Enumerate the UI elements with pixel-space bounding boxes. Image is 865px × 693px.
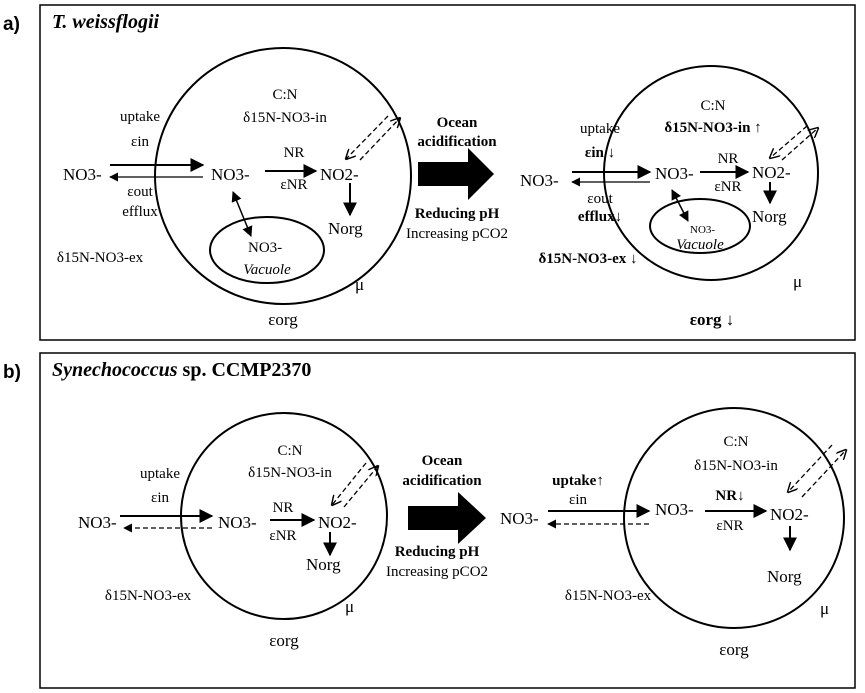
mu-label: μ — [355, 275, 364, 294]
no3-internal: NO3- — [655, 500, 694, 519]
eps-in-label: εin — [151, 490, 169, 506]
no2-uptake-arrow — [801, 450, 846, 498]
cn-label: C:N — [272, 87, 297, 103]
uptake-label: uptake — [580, 121, 620, 137]
cell-membrane — [623, 407, 845, 629]
vacuole-label: Vacuole — [243, 262, 291, 278]
panel-b-frame — [39, 352, 856, 689]
uptake-label: uptake — [120, 109, 160, 125]
panel-b-left-cell: C:N δ15N-NO3-in uptake εin NO3- NO3- NR … — [78, 412, 388, 650]
no2-label: NO2- — [318, 513, 357, 532]
d15n-in-label: δ15N-NO3-in ↑ — [664, 120, 761, 136]
uptake-label: uptake — [140, 466, 180, 482]
norg-label: Norg — [328, 219, 363, 238]
panel-b-letter: b) — [3, 362, 21, 383]
cell-membrane — [154, 47, 412, 305]
nr-label: NR — [284, 145, 305, 161]
no2-label: NO2- — [320, 165, 359, 184]
vacuole-membrane — [209, 216, 325, 284]
d15n-in-label: δ15N-NO3-in — [243, 110, 327, 126]
mu-label: μ — [820, 599, 829, 618]
no2-uptake-arrow — [343, 466, 378, 508]
nr-label: NR — [718, 151, 739, 167]
eps-nr-label: εNR — [714, 179, 741, 195]
eps-out-label: εout — [127, 184, 153, 200]
eps-nr-label: εNR — [280, 177, 307, 193]
increasing-pco2-label: Increasing pCO2 — [386, 564, 488, 580]
efflux-label: efflux↓ — [578, 209, 622, 225]
no2-efflux-arrow — [346, 115, 389, 159]
uptake-label: uptake↑ — [552, 473, 604, 489]
no3-external: NO3- — [520, 171, 559, 190]
vacuole-membrane — [649, 198, 751, 254]
increasing-pco2-label: Increasing pCO2 — [406, 226, 508, 242]
mu-label: μ — [793, 272, 802, 291]
eps-out-label: εout — [587, 191, 613, 207]
vacuole-no3-label: NO3- — [690, 224, 715, 236]
no2-uptake-arrow — [781, 128, 818, 161]
acidification-label: acidification — [402, 473, 482, 489]
d15n-ex-label: δ15N-NO3-ex — [565, 588, 652, 604]
d15n-ex-label: δ15N-NO3-ex — [105, 588, 192, 604]
big-arrow — [408, 492, 486, 544]
eps-org-label: εorg ↓ — [690, 310, 735, 329]
nr-label: NR↓ — [715, 488, 744, 504]
no3-external: NO3- — [63, 165, 102, 184]
d15n-ex-label: δ15N-NO3-ex — [57, 250, 144, 266]
panel-b-title: Synechococcus sp. CCMP2370 — [52, 359, 311, 381]
vacuole-exchange-arrow — [231, 191, 253, 237]
panel-b-transition: Ocean acidification Reducing pH Increasi… — [386, 453, 488, 580]
eps-nr-label: εNR — [716, 518, 743, 534]
vacuole-no3-label: NO3- — [248, 240, 282, 256]
vacuole-label: Vacuole — [676, 237, 724, 253]
no3-external: NO3- — [500, 509, 539, 528]
eps-in-label: εin — [569, 492, 587, 508]
cn-label: C:N — [277, 443, 302, 459]
panel-a-transition: Ocean acidification Reducing pH Increasi… — [406, 115, 508, 242]
norg-label: Norg — [752, 207, 787, 226]
norg-label: Norg — [767, 567, 802, 586]
eps-org-label: εorg — [269, 631, 299, 650]
eps-org-label: εorg — [268, 310, 298, 329]
no2-efflux-arrow — [332, 462, 367, 505]
panel-a: a) T. weissflogii C:N δ15N-NO3-in uptake… — [3, 4, 856, 341]
no2-label: NO2- — [770, 505, 809, 524]
no2-efflux-arrow — [788, 444, 833, 492]
no3-external: NO3- — [78, 513, 117, 532]
eps-in-label: εin ↓ — [585, 145, 615, 161]
panel-a-frame — [39, 4, 856, 341]
nr-label: NR — [273, 500, 294, 516]
d15n-in-label: δ15N-NO3-in — [694, 458, 778, 474]
panel-a-left-cell: C:N δ15N-NO3-in uptake εin εout efflux N… — [57, 47, 412, 329]
eps-org-label: εorg — [719, 640, 749, 659]
panel-a-letter: a) — [3, 14, 20, 35]
no2-label: NO2- — [752, 163, 791, 182]
panel-a-title: T. weissflogii — [52, 11, 159, 33]
acidification-label: acidification — [417, 134, 497, 150]
no3-internal: NO3- — [218, 513, 257, 532]
efflux-label: efflux — [122, 204, 158, 220]
mu-label: μ — [345, 597, 354, 616]
big-arrow — [418, 148, 494, 200]
panel-b: b) Synechococcus sp. CCMP2370 C:N δ15N-N… — [3, 352, 856, 689]
vacuole-exchange-arrow — [671, 189, 689, 222]
ocean-label: Ocean — [422, 453, 463, 469]
reducing-ph-label: Reducing pH — [415, 206, 500, 222]
ocean-label: Ocean — [437, 115, 478, 131]
no3-internal: NO3- — [211, 165, 250, 184]
cn-label: C:N — [700, 98, 725, 114]
d15n-ex-label: δ15N-NO3-ex ↓ — [538, 251, 637, 267]
norg-label: Norg — [306, 555, 341, 574]
panel-b-right-cell: C:N δ15N-NO3-in uptake↑ εin NO3- NO3- NR… — [500, 407, 846, 659]
no2-uptake-arrow — [359, 118, 400, 161]
no2-efflux-arrow — [770, 125, 808, 158]
cn-label: C:N — [723, 434, 748, 450]
reducing-ph-label: Reducing pH — [395, 544, 480, 560]
eps-nr-label: εNR — [269, 528, 296, 544]
d15n-in-label: δ15N-NO3-in — [248, 465, 332, 481]
eps-in-label: εin — [131, 134, 149, 150]
no3-internal: NO3- — [655, 164, 694, 183]
panel-a-right-cell: C:N δ15N-NO3-in ↑ uptake εin ↓ εout effl… — [520, 65, 818, 329]
